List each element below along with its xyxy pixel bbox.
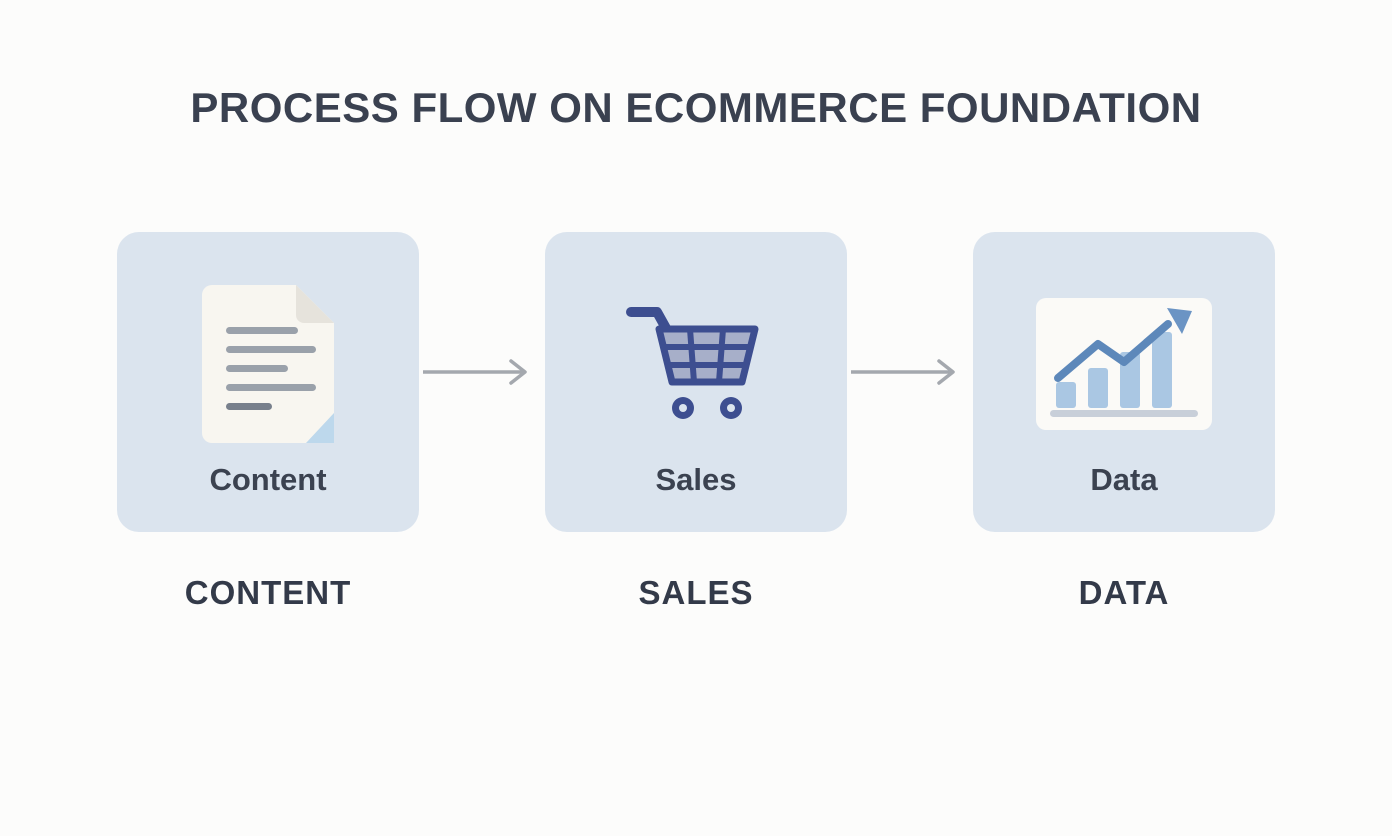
step-label-content: Content xyxy=(209,462,327,497)
step-card-sales: Sales xyxy=(545,232,847,532)
step-caption-data: DATA xyxy=(1078,574,1170,611)
step-sales: Sales SALES xyxy=(545,232,847,612)
bar-chart-icon xyxy=(1036,274,1212,454)
step-content: Content CONTENT xyxy=(117,232,419,612)
step-label-data: Data xyxy=(1090,462,1158,497)
shopping-cart-icon xyxy=(625,274,767,454)
step-card-data: Data xyxy=(973,232,1275,532)
process-flow-row: Content CONTENT xyxy=(0,232,1392,612)
flow-arrow-icon xyxy=(847,358,973,386)
flow-arrow-icon xyxy=(419,358,545,386)
step-data: Data DATA xyxy=(973,232,1275,612)
document-icon xyxy=(202,274,334,454)
step-card-content: Content xyxy=(117,232,419,532)
step-caption-sales: SALES xyxy=(638,574,754,611)
diagram-canvas: PROCESS FLOW ON ECOMMERCE FOUNDATION xyxy=(0,84,1392,836)
diagram-title: PROCESS FLOW ON ECOMMERCE FOUNDATION xyxy=(190,84,1202,131)
step-caption-content: CONTENT xyxy=(184,574,352,611)
step-label-sales: Sales xyxy=(655,462,737,497)
